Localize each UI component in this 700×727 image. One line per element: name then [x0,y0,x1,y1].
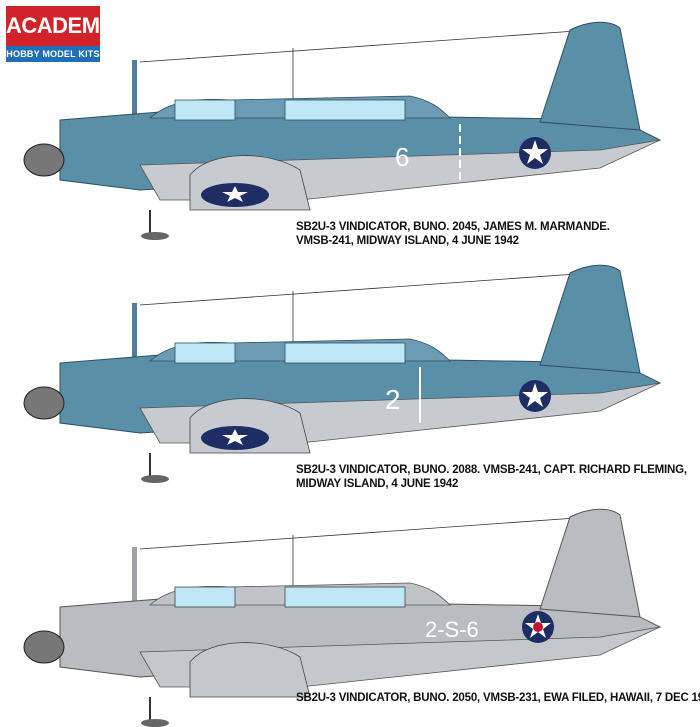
caption-line-1: SB2U-3 VINDICATOR, BUNO. 2045, JAMES M. … [296,221,610,233]
aircraft-profile-2: 2 SB2U-3 VINDICATOR, BUNO. 2088. VMSB-24… [0,243,700,490]
logo-tagline: HOBBY MODEL KITS [6,46,100,62]
caption-profile-3: SB2U-3 VINDICATOR, BUNO. 2050, VMSB-231,… [296,691,700,705]
aircraft-illustration-1: 6 [23,21,662,240]
aircraft-code-2: 2 [385,384,401,415]
aircraft-code-1: 6 [395,142,409,172]
tail-fin-2 [539,264,641,374]
aircraft-illustration-3: 2-S-6 [23,508,662,727]
caption-profile-1: SB2U-3 VINDICATOR, BUNO. 2045, JAMES M. … [296,220,696,248]
wing-3 [189,642,311,698]
aircraft-illustration-2: 2 [23,264,662,483]
caption-line-2: VMSB-241, MIDWAY ISLAND, 4 JUNE 1942 [296,235,519,247]
caption-profile-2: SB2U-3 VINDICATOR, BUNO. 2088. VMSB-241,… [296,463,696,491]
tail-fin-1 [539,21,641,131]
caption-line-2: MIDWAY ISLAND, 4 JUNE 1942 [296,478,459,490]
aircraft-profile-1: 6 SB2U-3 VINDICATOR, BUNO. 2045, JAMES M… [0,0,700,247]
aircraft-profile-3: 2-S-6 SB2U-3 VINDICATOR, BUNO. 2050, VMS… [0,487,700,727]
logo-brand-name: ACADEMY [6,6,114,46]
academy-logo: ACADEMY HOBBY MODEL KITS [6,6,114,68]
caption-line-1: SB2U-3 VINDICATOR, BUNO. 2088. VMSB-241,… [296,464,687,476]
tail-fin-3 [539,508,641,618]
aircraft-code-3: 2-S-6 [425,617,479,642]
caption-line-1: SB2U-3 VINDICATOR, BUNO. 2050, VMSB-231,… [296,692,700,704]
